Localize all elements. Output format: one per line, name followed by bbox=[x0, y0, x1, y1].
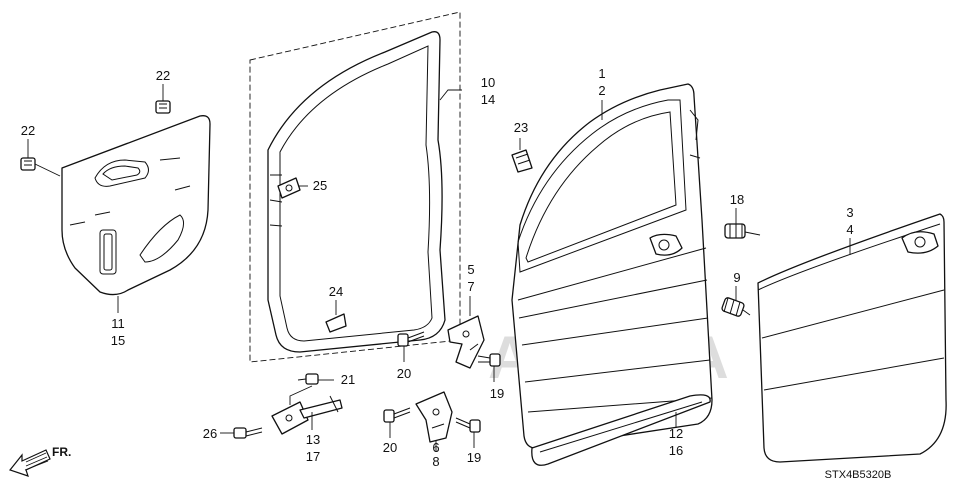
door-weatherstrip-part bbox=[249, 11, 461, 363]
callout-7: 7 bbox=[467, 279, 474, 294]
callout-14: 14 bbox=[481, 92, 495, 107]
front-direction-label: FR. bbox=[52, 445, 71, 459]
callout-21: 21 bbox=[341, 372, 355, 387]
bolt-20-b bbox=[383, 407, 411, 423]
door-panel-seal-part bbox=[61, 115, 211, 296]
bolt-19-b bbox=[455, 417, 481, 433]
grommet-23 bbox=[511, 149, 533, 173]
clip-22-b bbox=[20, 157, 36, 171]
bolt-21 bbox=[297, 373, 319, 385]
callout-20-b: 20 bbox=[383, 440, 397, 455]
callout-26: 26 bbox=[203, 426, 217, 441]
clip-25 bbox=[277, 177, 301, 199]
callout-12: 12 bbox=[669, 426, 683, 441]
callout-18: 18 bbox=[730, 192, 744, 207]
callout-4: 4 bbox=[846, 222, 853, 237]
callout-1: 1 bbox=[598, 66, 605, 81]
callout-labels: 22 22 11 15 10 14 25 24 1 2 23 18 9 3 4 … bbox=[21, 66, 854, 469]
callout-16: 16 bbox=[669, 443, 683, 458]
clip-22-a bbox=[155, 100, 171, 114]
callout-6: 6 bbox=[432, 440, 439, 455]
callout-19-a: 19 bbox=[490, 386, 504, 401]
callout-5: 5 bbox=[467, 262, 474, 277]
callout-2: 2 bbox=[598, 83, 605, 98]
callout-15: 15 bbox=[111, 333, 125, 348]
callout-3: 3 bbox=[846, 205, 853, 220]
lower-hinge-part bbox=[415, 391, 453, 443]
door-check-part bbox=[271, 395, 343, 435]
grommet-18 bbox=[724, 223, 746, 239]
callout-13: 13 bbox=[306, 432, 320, 447]
callout-17: 17 bbox=[306, 449, 320, 464]
callout-9: 9 bbox=[733, 270, 740, 285]
grommet-9 bbox=[721, 297, 745, 317]
callout-24: 24 bbox=[329, 284, 343, 299]
front-direction-arrow: FR. bbox=[8, 445, 71, 477]
callout-25: 25 bbox=[313, 178, 327, 193]
door-skin-part bbox=[757, 213, 947, 463]
callout-20-a: 20 bbox=[397, 366, 411, 381]
door-molding-part bbox=[531, 394, 711, 466]
clip-24 bbox=[325, 313, 347, 333]
callout-8: 8 bbox=[432, 454, 439, 469]
bolt-26 bbox=[233, 427, 263, 439]
leader-lines bbox=[27, 84, 851, 452]
bolt-20-a bbox=[397, 331, 425, 347]
door-shell-part bbox=[511, 83, 713, 449]
callout-10: 10 bbox=[481, 75, 495, 90]
upper-hinge-part bbox=[447, 315, 485, 369]
bolt-19-a bbox=[477, 353, 501, 367]
callout-22-b: 22 bbox=[21, 123, 35, 138]
callout-19-b: 19 bbox=[467, 450, 481, 465]
callout-11: 11 bbox=[111, 316, 125, 331]
callout-22-a: 22 bbox=[156, 68, 170, 83]
callout-23: 23 bbox=[514, 120, 528, 135]
diagram-code: STX4B5320B bbox=[825, 469, 892, 481]
